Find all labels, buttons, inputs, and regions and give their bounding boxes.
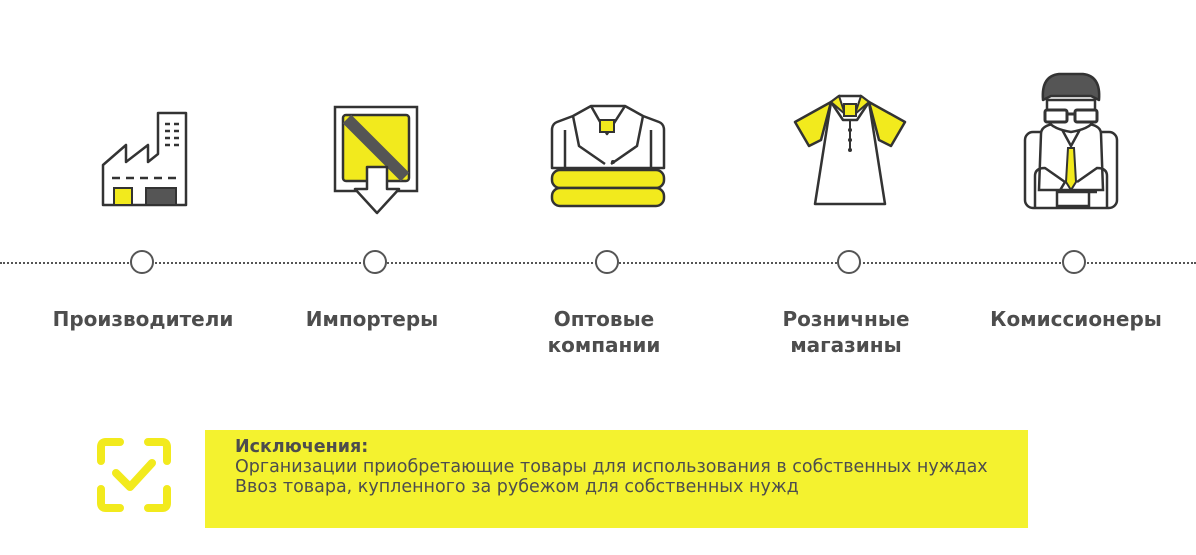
step-label-retail: Розничные магазины — [782, 307, 910, 357]
step-label-manufacturers: Производители — [52, 307, 234, 331]
import-icon — [333, 105, 419, 215]
exceptions-box: Исключения: Организации приобретающие то… — [205, 430, 1028, 528]
timeline-node — [837, 250, 861, 274]
folded-clothes-icon — [550, 104, 666, 208]
timeline-node — [595, 250, 619, 274]
timeline-node — [363, 250, 387, 274]
exceptions-line: Ввоз товара, купленного за рубежом для с… — [235, 477, 799, 497]
step-label-wholesale: Оптовые компании — [547, 307, 661, 357]
exceptions-line: Организации приобретающие товары для исп… — [235, 457, 988, 477]
exceptions-title: Исключения: — [235, 437, 369, 457]
businessman-icon — [1023, 72, 1119, 210]
step-label-commission-agents: Комиссионеры — [990, 307, 1162, 331]
timeline-node — [130, 250, 154, 274]
polo-shirt-icon — [793, 94, 907, 206]
step-label-importers: Импортеры — [305, 307, 439, 331]
timeline-node — [1062, 250, 1086, 274]
factory-icon — [101, 111, 188, 207]
check-frame-icon — [97, 438, 171, 512]
